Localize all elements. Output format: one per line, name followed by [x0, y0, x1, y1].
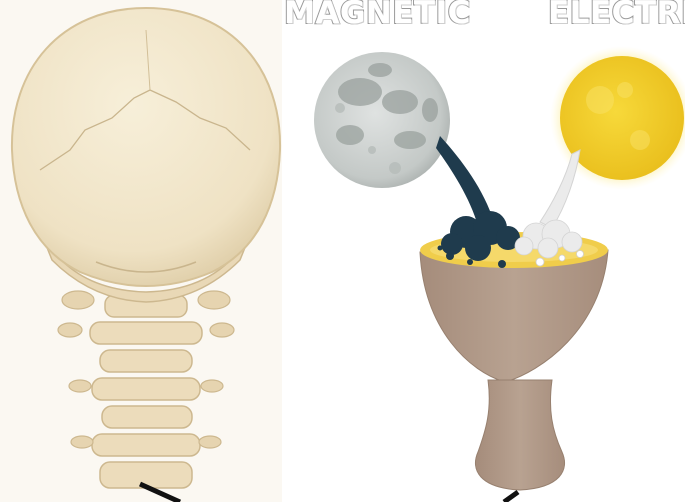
- dark-stream-image: [436, 136, 520, 261]
- magnetic-heading: Magnetic: [284, 0, 471, 32]
- chalice-image: [420, 232, 608, 490]
- electric-heading: Electric: [548, 0, 685, 32]
- skull-and-spine-image: [0, 0, 282, 502]
- connector-line-right: [504, 492, 518, 502]
- light-stream-image: [515, 150, 582, 258]
- moon-image: [314, 52, 450, 188]
